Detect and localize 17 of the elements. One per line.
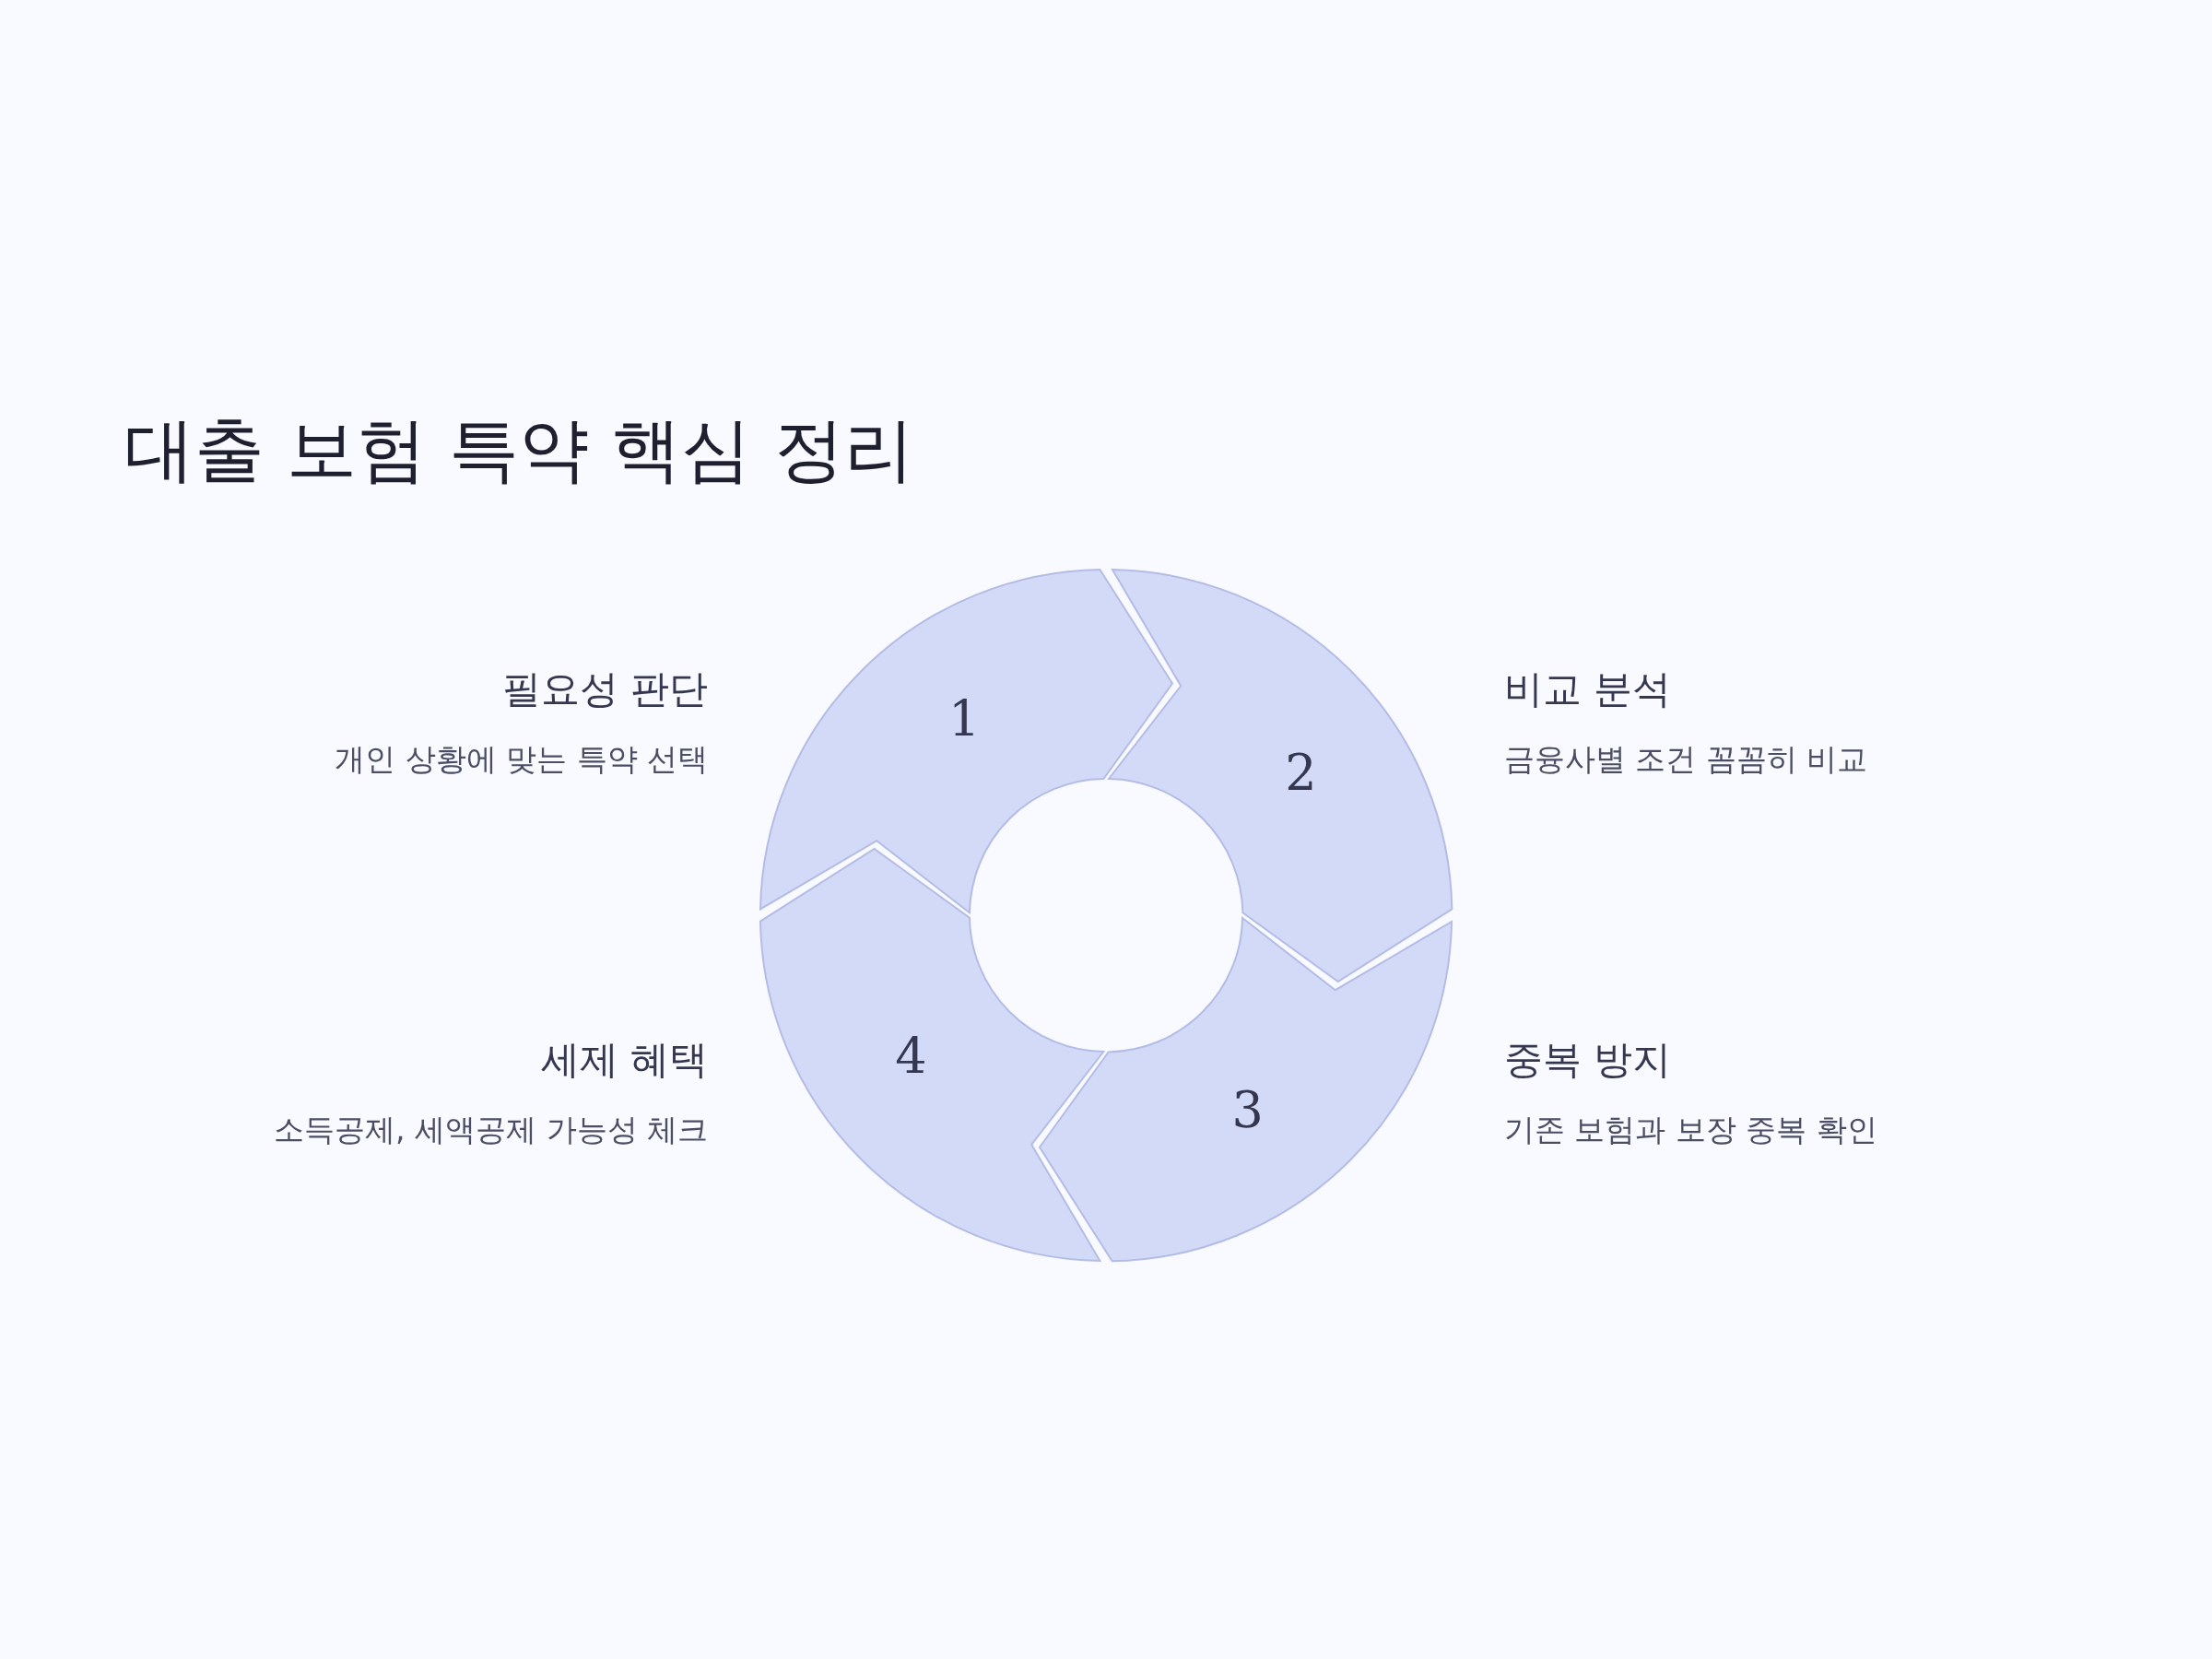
step-heading: 중복 방지 — [1504, 1036, 1672, 1084]
step-number: 4 — [895, 1031, 927, 1082]
step-number: 2 — [1285, 748, 1317, 799]
step-description: 소득공제, 세액공제 가능성 체크 — [274, 1110, 708, 1148]
step-description: 개인 상황에 맞는 특약 선택 — [335, 739, 708, 778]
step-heading: 세제 혜택 — [540, 1036, 708, 1084]
cycle-segment — [1105, 567, 1454, 985]
cycle-segment — [758, 845, 1107, 1264]
cycle-segment — [1036, 914, 1454, 1264]
step-description: 금융사별 조건 꼼꼼히 비교 — [1504, 739, 1868, 778]
step-number: 1 — [948, 695, 981, 746]
step-description: 기존 보험과 보장 중복 확인 — [1504, 1110, 1877, 1148]
title: 대출 보험 특약 핵심 정리 — [124, 407, 914, 492]
step-heading: 비교 분석 — [1504, 665, 1672, 713]
cycle-segment — [758, 567, 1176, 916]
step-number: 3 — [1231, 1085, 1264, 1135]
step-heading: 필요성 판단 — [501, 665, 708, 713]
